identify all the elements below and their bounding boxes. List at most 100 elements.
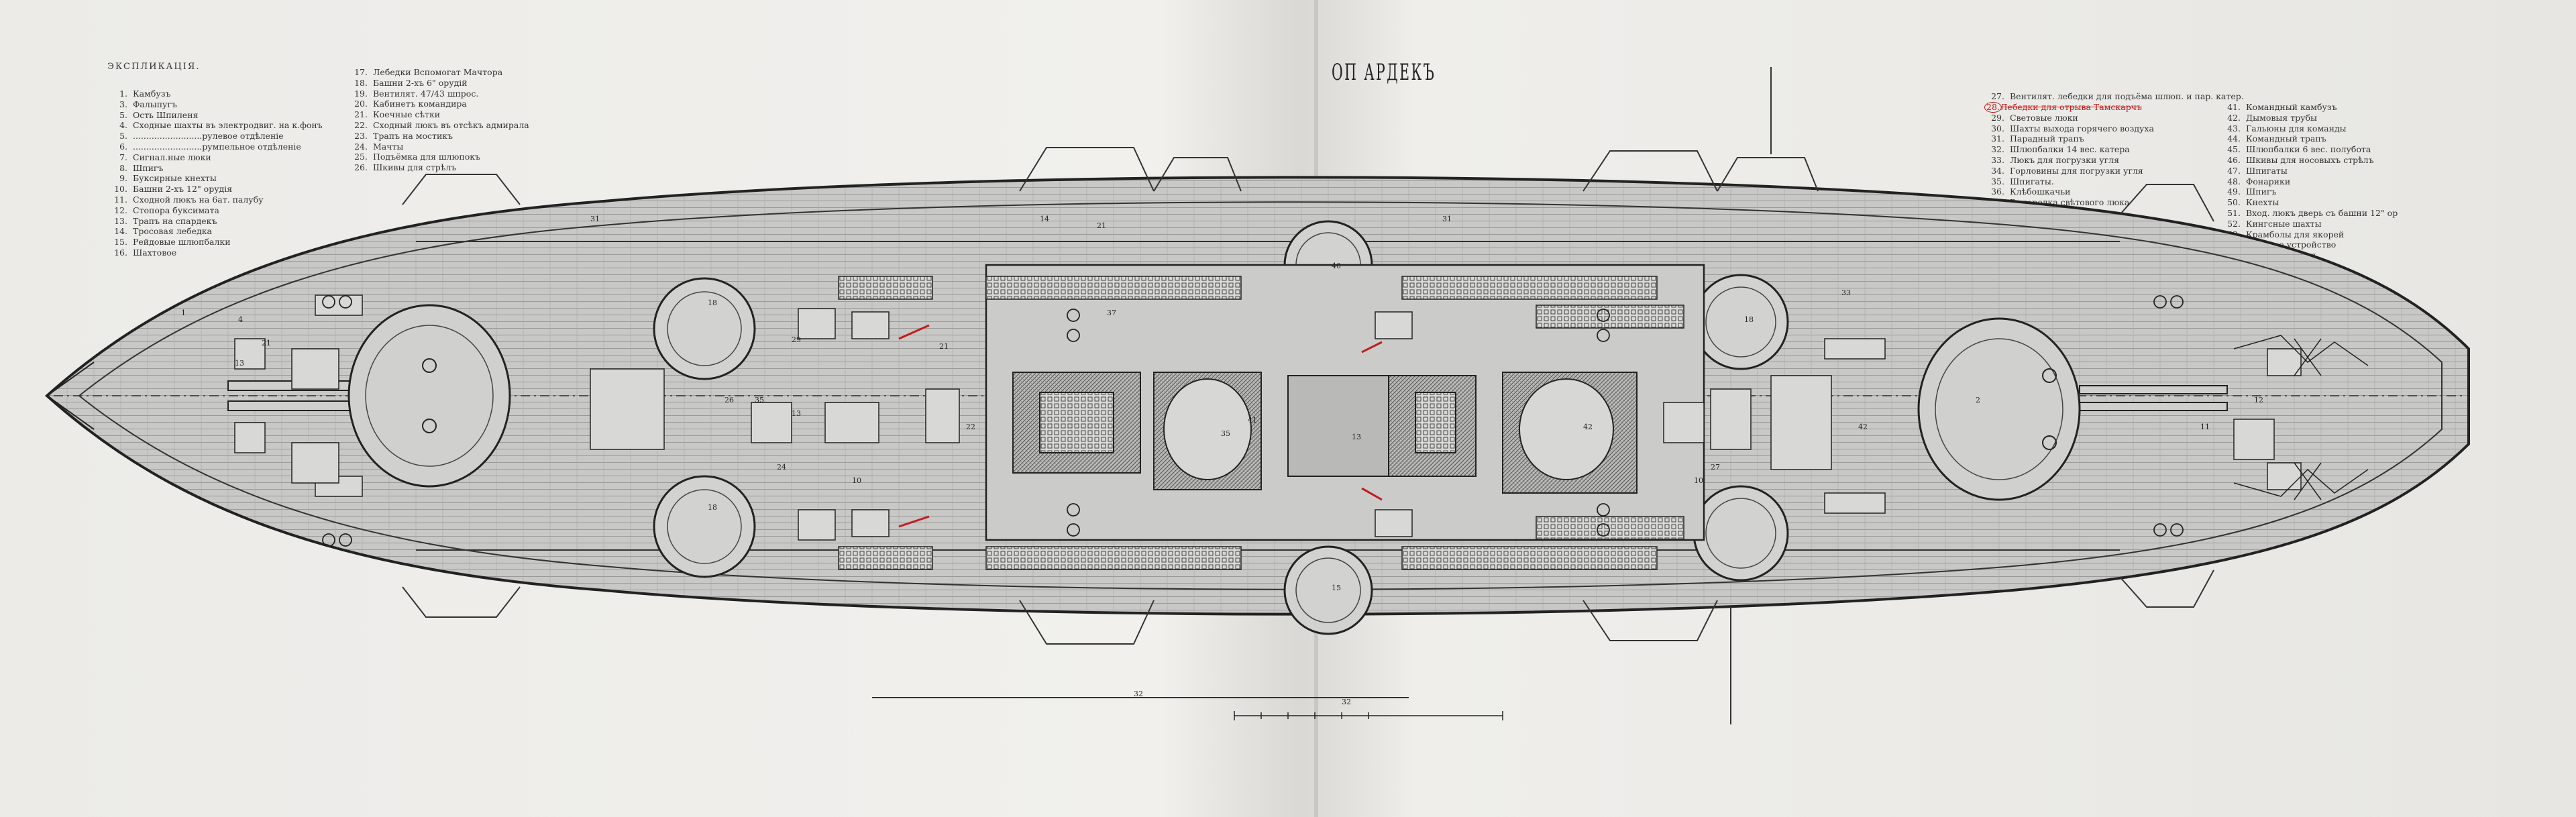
deck-number: 42 bbox=[1858, 423, 1868, 431]
legend-item: 22.Сходный люкъ въ отсѣкъ адмирала bbox=[347, 120, 529, 131]
deck-number: 18 bbox=[708, 298, 717, 307]
deck-number: 32 bbox=[1134, 690, 1143, 698]
legend-item-number: 51. bbox=[2227, 207, 2241, 218]
legend-item: 48.Фонарики bbox=[2220, 176, 2398, 187]
legend-item-text: Сходной люкъ на 6ат. палубу bbox=[133, 194, 264, 205]
legend-item: 33.Люкъ для погрузки угля bbox=[1984, 155, 2244, 166]
deck-number: 22 bbox=[966, 423, 975, 431]
legend-item-text: Гальюны для команды bbox=[2246, 123, 2347, 133]
aft-main-turret bbox=[1917, 317, 2228, 501]
legend-item-text: Буксирные кнехты bbox=[133, 173, 217, 184]
legend-item-number: 14. bbox=[114, 226, 127, 237]
legend-item-number: 12. bbox=[114, 205, 127, 215]
legend-item-number: 13. bbox=[114, 215, 127, 226]
legend-item: 15.Рейдовые шлюпбалки bbox=[107, 237, 323, 248]
bollards bbox=[322, 295, 2184, 547]
legend-item: 1.Камбузъ bbox=[107, 89, 323, 99]
deck-number: 31 bbox=[590, 215, 600, 223]
legend-item-text: Шкивы для стрѣлъ bbox=[373, 162, 457, 173]
legend-item-text: Шлюпбалки 14 вес. катера bbox=[2010, 144, 2130, 155]
legend-item-number: 30. bbox=[1991, 123, 2004, 133]
legend-item-number: 18. bbox=[354, 77, 368, 88]
legend-item: 51. Вход. люкъ дверь съ башни 12" ор bbox=[2220, 208, 2398, 219]
bow-lines bbox=[46, 362, 95, 430]
legend-item-text: Шкивы для носовыхъ стрѣлъ bbox=[2246, 154, 2374, 165]
legend-item: 44.Командный трапъ bbox=[2220, 133, 2398, 144]
deck-number: 13 bbox=[235, 359, 244, 368]
deck-number: 24 bbox=[777, 463, 786, 472]
legend-item-text: Клѣбошкачьи bbox=[2010, 186, 2071, 197]
legend-item-number: 7. bbox=[119, 152, 127, 162]
legend-item-text: Сигнал.ные люки bbox=[133, 152, 211, 162]
deck-number: 18 bbox=[708, 503, 717, 512]
legend-item: 12.Стопора буксимата bbox=[107, 205, 323, 216]
legend-item-text: Башни 2-хъ 12" орудiя bbox=[133, 184, 233, 195]
deck-number: 40 bbox=[1332, 262, 1341, 270]
legend-item: 42.Дымовыя трубы bbox=[2220, 113, 2398, 123]
legend-item-number: 45. bbox=[2227, 144, 2241, 155]
deck-fittings bbox=[234, 294, 2302, 541]
legend-item: 8.Шпигъ bbox=[107, 163, 323, 174]
deck-number: 13 bbox=[1352, 433, 1361, 441]
legend-item-text: Лебедки Вспомогат Мачтора bbox=[373, 67, 503, 77]
legend-item-number: 34. bbox=[1991, 165, 2004, 176]
legend-item-text: Шпигаты bbox=[2246, 165, 2288, 176]
legend-item-number: 52. bbox=[2227, 218, 2241, 229]
legend-item-number: 32. bbox=[1991, 144, 2004, 155]
legend-item: 17.Лебедки Вспомогат Мачтора bbox=[347, 67, 529, 78]
legend-item-text: ..........................румпельное отд… bbox=[133, 141, 301, 152]
legend-item-text: Шпигъ bbox=[133, 162, 164, 173]
legend-item-number: 47. bbox=[2227, 165, 2241, 176]
legend-item-number: 28. bbox=[1984, 101, 2002, 113]
legend-item-text: Лебедки для отрыва Тамскарчъ bbox=[2000, 101, 2142, 112]
coal-scuttles bbox=[838, 276, 1684, 570]
legend-item: 43.Гальюны для команды bbox=[2220, 123, 2398, 134]
legend-item-number: 3. bbox=[119, 99, 127, 109]
legend-item-text: Шлюпбалки 6 вес. полубота bbox=[2246, 144, 2371, 155]
deck-number: 26 bbox=[724, 396, 734, 404]
legend-item-text: Горловины для погрузки угля bbox=[2010, 165, 2143, 176]
legend-item-number: 36. bbox=[1991, 186, 2004, 197]
legend-item-number: 11. bbox=[114, 194, 127, 205]
deck-number: 2 bbox=[1976, 396, 1980, 404]
deck-number: 35 bbox=[1221, 429, 1230, 438]
legend-item: 26.Шкивы для стрѣлъ bbox=[347, 162, 529, 173]
legend-item: 50. Кнехты bbox=[2220, 197, 2398, 208]
legend-item-number: 1. bbox=[119, 89, 127, 99]
legend-item-number: 5. bbox=[119, 109, 127, 120]
deck-number: 21 bbox=[1097, 221, 1106, 230]
legend-item-text: Кабинетъ командира bbox=[373, 99, 467, 109]
legend-item: 41.Командный камбузъ bbox=[2220, 102, 2398, 113]
legend-item-text: Кнехты bbox=[2246, 197, 2279, 208]
legend-item-number: 22. bbox=[354, 119, 368, 130]
deck-number: 42 bbox=[1583, 423, 1593, 431]
deck-number: 12 bbox=[2254, 396, 2263, 404]
legend-item-number: 19. bbox=[354, 88, 368, 99]
secondary-turret-rings bbox=[667, 232, 1776, 623]
legend-item-text: Вход. люкъ дверь съ башни 12" ор bbox=[2246, 207, 2398, 218]
deck-number: 32 bbox=[1342, 698, 1351, 706]
legend-item-number: 23. bbox=[354, 130, 368, 141]
legend-item: 16.Шахтовое bbox=[107, 248, 323, 258]
deck-number: 18 bbox=[1744, 315, 1754, 324]
legend-item: 5.Ость Шпиленя bbox=[107, 110, 323, 121]
legend-item-text: Дымовыя трубы bbox=[2246, 112, 2317, 123]
legend-item: 27.Вентилят. лебедки для подъёма шлюп. и… bbox=[1984, 91, 2244, 102]
legend-item: 35.Шпигаты. bbox=[1984, 176, 2244, 187]
legend-item: 28.Лебедки для отрыва Тамскарчъ bbox=[1984, 101, 2244, 113]
deck-number: 13 bbox=[792, 409, 801, 418]
legend-item: 25.Подъёмка для шлюпокъ bbox=[347, 152, 529, 162]
legend-item-number: 50. bbox=[2227, 197, 2241, 208]
legend-item-text: Коечные сѣтки bbox=[373, 109, 441, 120]
legend-item: 9.Буксирные кнехты bbox=[107, 173, 323, 184]
legend-item: 21.Коечные сѣтки bbox=[347, 109, 529, 120]
deck-number: 4 bbox=[238, 315, 243, 324]
deck-number: 15 bbox=[1332, 584, 1341, 592]
legend-item-number: 27. bbox=[1991, 91, 2004, 101]
legend-item-text: Люкъ для погрузки угля bbox=[2010, 154, 2119, 165]
forward-main-turret bbox=[227, 304, 511, 488]
legend-item-text: Тросовая лебедка bbox=[133, 226, 212, 237]
legend-item: 30.Шахты выхода горячего воздуха bbox=[1984, 123, 2244, 134]
